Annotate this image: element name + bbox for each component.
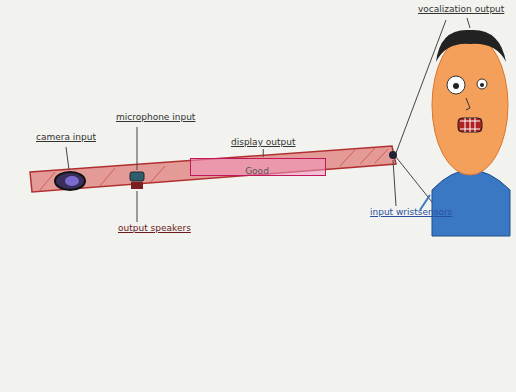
camera-lens: [65, 176, 79, 186]
display-box: display outputGood: [190, 158, 326, 176]
mouth: [458, 118, 482, 132]
microphone: [130, 172, 144, 181]
camera: [55, 172, 85, 190]
shirt: [432, 170, 510, 236]
leader-line: [263, 149, 264, 157]
crayon-hatching: [40, 148, 388, 190]
display-heading: display output: [231, 137, 296, 147]
display-text: Good: [239, 164, 275, 178]
leader-lines: [66, 18, 470, 222]
face: [432, 35, 508, 175]
sensor-label: input wristsensors: [370, 208, 452, 218]
vocalization-label: vocalization output: [418, 5, 504, 15]
camera-label: camera input: [36, 133, 96, 143]
wristband: [30, 146, 396, 192]
speaker-label: output speakers: [118, 224, 191, 234]
hair: [436, 30, 506, 62]
speaker: [131, 182, 143, 189]
microphone-label: microphone input: [116, 113, 195, 123]
